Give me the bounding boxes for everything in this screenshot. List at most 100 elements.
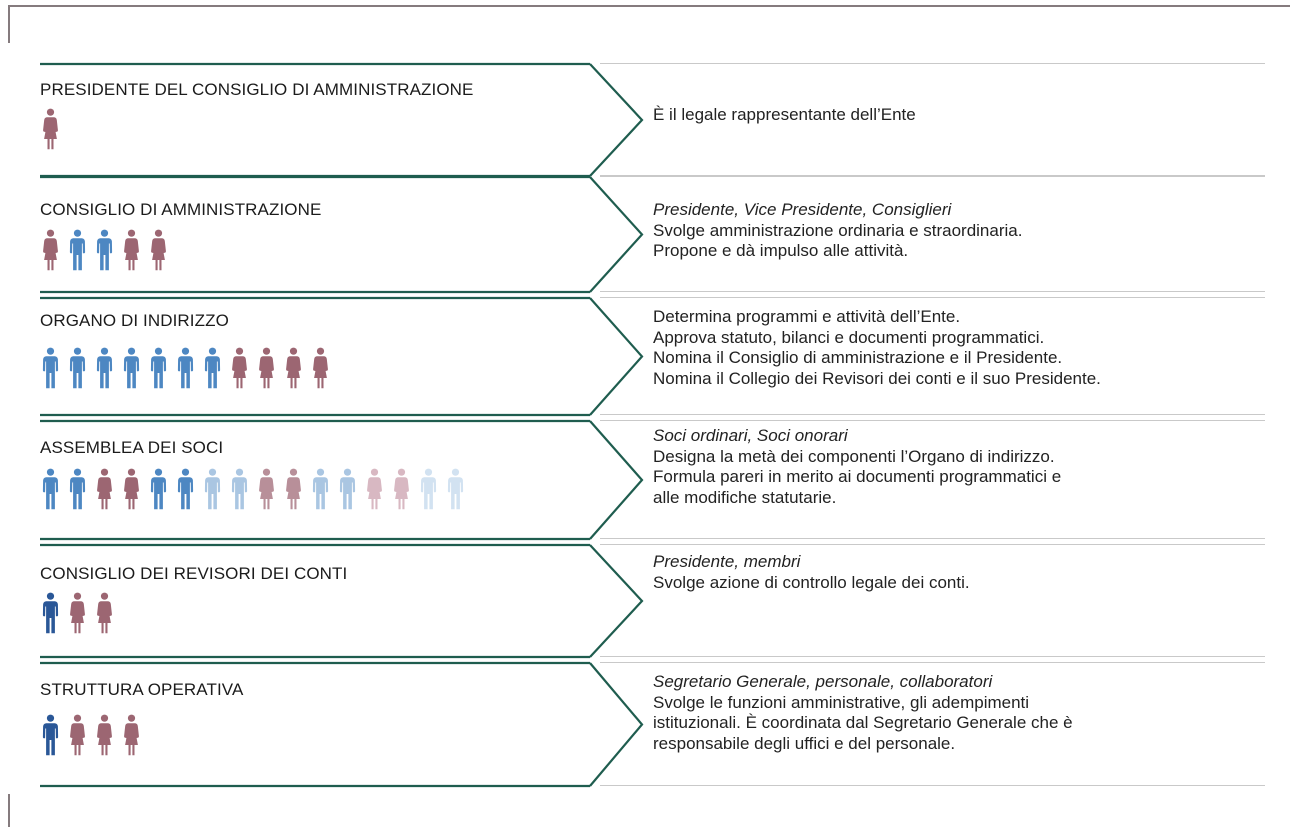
row-separator-line: [600, 175, 1265, 176]
people-icon-group: [40, 714, 142, 756]
row-title: ORGANO DI INDIRIZZO: [40, 311, 229, 330]
female-person-icon: [232, 347, 247, 389]
people-icon-group: [40, 229, 169, 271]
female-person-icon: [124, 229, 139, 271]
row-subtitle: Presidente, membri: [653, 552, 801, 571]
people-icon-group: [40, 468, 466, 510]
description-line: Svolge azione di controllo legale dei co…: [653, 572, 970, 592]
female-person-icon: [97, 714, 112, 756]
female-person-icon: [124, 714, 139, 756]
description-line: Formula pareri in merito ai documenti pr…: [653, 467, 1062, 486]
female-person-icon: [259, 347, 274, 389]
row-subtitle: Segretario Generale, personale, collabor…: [653, 672, 993, 691]
org-row: PRESIDENTE DEL CONSIGLIO DI AMMINISTRAZI…: [0, 62, 1290, 178]
male-person-icon: [204, 468, 221, 510]
male-person-icon: [420, 468, 437, 510]
row-separator-line: [600, 291, 1265, 292]
male-person-icon: [42, 468, 59, 510]
org-row: CONSIGLIO DI AMMINISTRAZIONE Presidente,…: [0, 175, 1290, 294]
male-person-icon: [177, 468, 194, 510]
female-person-icon: [259, 468, 274, 510]
female-person-icon: [286, 347, 301, 389]
male-person-icon: [177, 347, 194, 389]
row-separator-line: [600, 176, 1265, 177]
female-person-icon: [97, 592, 112, 634]
female-person-icon: [70, 714, 85, 756]
male-person-icon: [312, 468, 329, 510]
male-person-icon: [150, 468, 167, 510]
male-person-icon: [42, 347, 59, 389]
row-description: È il legale rappresentante dell’Ente: [653, 105, 1273, 126]
row-chevron-arrow: [40, 419, 644, 541]
female-person-icon: [367, 468, 382, 510]
description-line: responsabile degli uffici e del personal…: [653, 733, 956, 753]
row-chevron-arrow: [40, 296, 644, 417]
people-icon-group: [40, 592, 115, 634]
description-line: Nomina il Consiglio di amministrazione e…: [653, 348, 1063, 367]
description-line: Svolge amministrazione ordinaria e strao…: [653, 220, 1023, 240]
row-chevron-arrow: [40, 175, 644, 294]
description-line: È il legale rappresentante dell’Ente: [653, 105, 916, 124]
row-separator-line: [600, 785, 1265, 786]
row-separator-line: [600, 63, 1265, 64]
male-person-icon: [42, 714, 59, 756]
row-description: Determina programmi e attività dell’Ente…: [653, 307, 1273, 389]
row-separator-line: [600, 656, 1265, 657]
male-person-icon: [447, 468, 464, 510]
female-person-icon: [70, 592, 85, 634]
row-subtitle: Soci ordinari, Soci onorari: [653, 426, 848, 445]
row-title: PRESIDENTE DEL CONSIGLIO DI AMMINISTRAZI…: [40, 80, 474, 99]
description-line: Nomina il Collegio dei Revisori dei cont…: [653, 368, 1101, 388]
row-separator-line: [600, 662, 1265, 663]
male-person-icon: [42, 592, 59, 634]
org-row: CONSIGLIO DEI REVISORI DEI CONTI Preside…: [0, 543, 1290, 659]
row-chevron-arrow: [40, 661, 644, 788]
row-separator-line: [600, 414, 1265, 415]
male-person-icon: [96, 347, 113, 389]
row-separator-line: [600, 297, 1265, 298]
male-person-icon: [69, 229, 86, 271]
description-line: Propone e dà impulso alle attività.: [653, 241, 909, 260]
female-person-icon: [151, 229, 166, 271]
row-title: ASSEMBLEA DEI SOCI: [40, 438, 224, 457]
people-icon-group: [40, 108, 61, 150]
row-title: CONSIGLIO DI AMMINISTRAZIONE: [40, 200, 322, 219]
row-chevron-arrow: [40, 543, 644, 659]
male-person-icon: [96, 229, 113, 271]
row-separator-line: [600, 544, 1265, 545]
description-line: Designa la metà dei componenti l’Organo …: [653, 446, 1055, 466]
row-title: CONSIGLIO DEI REVISORI DEI CONTI: [40, 564, 348, 583]
frame-left-border-top: [8, 5, 10, 43]
female-person-icon: [394, 468, 409, 510]
frame-top-border: [8, 5, 1290, 7]
row-description: Segretario Generale, personale, collabor…: [653, 672, 1273, 754]
row-title: STRUTTURA OPERATIVA: [40, 680, 244, 699]
org-row: ORGANO DI INDIRIZZO Determina programmi …: [0, 296, 1290, 417]
row-separator-line: [600, 420, 1265, 421]
female-person-icon: [43, 229, 58, 271]
male-person-icon: [150, 347, 167, 389]
male-person-icon: [69, 468, 86, 510]
description-line: Svolge le funzioni amministrative, gli a…: [653, 692, 1030, 712]
org-row: ASSEMBLEA DEI SOCI Soci ordinari, Soci o…: [0, 419, 1290, 541]
description-line: Determina programmi e attività dell’Ente…: [653, 307, 961, 326]
org-row: STRUTTURA OPERATIVA Segretario Generale,…: [0, 661, 1290, 788]
frame-left-border-bottom: [8, 794, 10, 827]
people-icon-group: [40, 347, 331, 389]
female-person-icon: [124, 468, 139, 510]
female-person-icon: [97, 468, 112, 510]
male-person-icon: [69, 347, 86, 389]
description-line: istituzionali. È coordinata dal Segretar…: [653, 713, 1073, 732]
description-line: alle modifiche statutarie.: [653, 487, 837, 507]
row-subtitle: Presidente, Vice Presidente, Consiglieri: [653, 200, 952, 219]
male-person-icon: [123, 347, 140, 389]
male-person-icon: [231, 468, 248, 510]
male-person-icon: [204, 347, 221, 389]
row-separator-line: [600, 538, 1265, 539]
female-person-icon: [43, 108, 58, 150]
description-line: Approva statuto, bilanci e documenti pro…: [653, 327, 1045, 347]
male-person-icon: [339, 468, 356, 510]
female-person-icon: [313, 347, 328, 389]
